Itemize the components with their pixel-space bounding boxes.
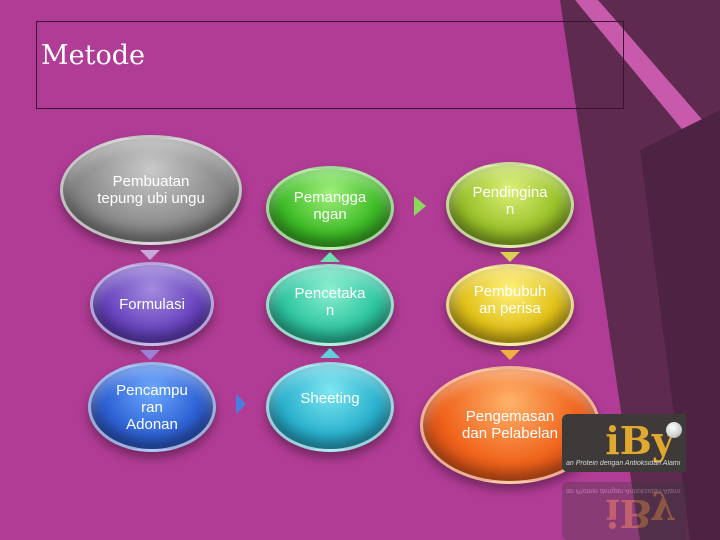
logo-reflection-subtitle: an Protein dengan Antioksidan Alami	[566, 487, 681, 494]
node-label: Sheeting	[300, 389, 360, 407]
arrow-right-icon	[236, 394, 246, 414]
logo-text: iBy	[605, 418, 674, 463]
node-label: Formulasi	[119, 295, 185, 313]
brand-logo: iBy an Protein dengan Antioksidan Alami	[562, 414, 686, 472]
arrow-down-icon	[140, 350, 160, 360]
logo-reflection-box: iBy an Protein dengan Antioksidan Alami	[562, 482, 686, 540]
logo-reflection: iBy an Protein dengan Antioksidan Alami	[478, 482, 686, 540]
arrow-up-icon	[320, 252, 340, 262]
logo-dot-icon	[666, 422, 682, 438]
arrow-down-icon	[500, 350, 520, 360]
node-label: Pembuatan tepung ubi ungu	[97, 173, 205, 207]
node-pembuatan-tepung: Pembuatan tepung ubi ungu	[60, 135, 242, 245]
logo-subtitle: an Protein dengan Antioksidan Alami	[566, 460, 681, 467]
node-label: Pendingina n	[472, 184, 548, 218]
arrow-down-icon	[140, 250, 160, 260]
node-label: Pembubuh an perisa	[473, 283, 547, 317]
node-label: Pengemasan dan Pelabelan	[462, 408, 558, 442]
node-label: Pemangga ngan	[293, 189, 367, 223]
node-sheeting: Sheeting	[266, 362, 394, 452]
title-placeholder[interactable]: Metode	[36, 21, 624, 109]
slide-title: Metode	[41, 40, 145, 71]
logo-reflection-text: iBy	[605, 491, 674, 536]
node-pendinginan: Pendingina n	[446, 162, 574, 248]
arrow-up-icon	[320, 348, 340, 358]
node-formulasi: Formulasi	[90, 262, 214, 346]
node-label: Pencampu ran Adonan	[116, 381, 188, 433]
arrow-down-icon	[500, 252, 520, 262]
dark-band-inner	[640, 110, 720, 540]
arrow-right-icon	[414, 196, 426, 216]
node-pencampuran-adonan: Pencampu ran Adonan	[88, 362, 216, 452]
node-pemanggangan: Pemangga ngan	[266, 166, 394, 250]
node-label: Pencetaka n	[294, 285, 366, 319]
node-pencetakan: Pencetaka n	[266, 264, 394, 346]
node-pembubuhan-perisa: Pembubuh an perisa	[446, 264, 574, 346]
